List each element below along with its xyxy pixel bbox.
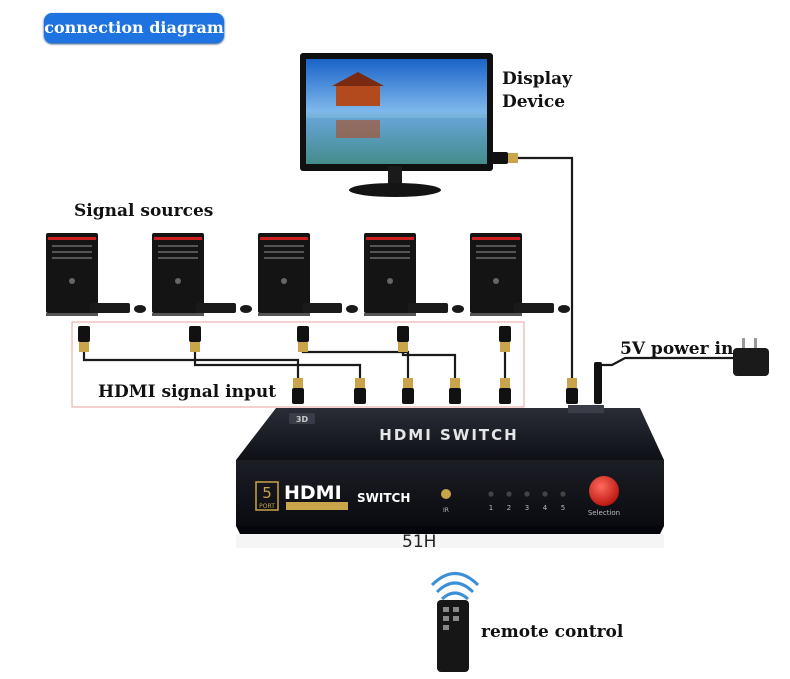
device-front-switch: SWITCH bbox=[357, 491, 410, 505]
ir-label: IR bbox=[443, 507, 449, 514]
hdmi-signal-input-label: HDMI signal input bbox=[98, 382, 277, 402]
signal-source-pc-2 bbox=[152, 233, 252, 316]
model-number: 51H bbox=[402, 532, 437, 552]
signal-source-pc-1 bbox=[46, 233, 146, 316]
badge-3d: 3D bbox=[296, 415, 309, 424]
signal-source-pc-4 bbox=[364, 233, 464, 316]
port-count: 5 bbox=[262, 484, 272, 502]
led-label-4: 4 bbox=[543, 504, 548, 512]
port-word: PORT bbox=[259, 503, 275, 510]
signal-source-pc-5 bbox=[470, 233, 570, 316]
hdmi-switch-box bbox=[236, 405, 664, 548]
input-area-outline bbox=[71, 321, 525, 408]
display-device-label-line2: Device bbox=[502, 92, 566, 112]
display-device bbox=[300, 53, 493, 197]
port-leds: 1 2 3 4 5 bbox=[488, 491, 566, 512]
selection-label: Selection bbox=[588, 509, 620, 517]
remote-control-label: remote control bbox=[481, 622, 624, 642]
remote-control bbox=[430, 572, 480, 672]
connection-diagram-badge: connection diagram bbox=[44, 13, 224, 43]
display-device-label-line1: Display bbox=[502, 69, 573, 89]
selection-button[interactable] bbox=[589, 476, 619, 506]
device-brand: HDMI bbox=[284, 482, 342, 504]
signal-sources-label: Signal sources bbox=[74, 201, 214, 221]
led-label-3: 3 bbox=[525, 504, 529, 512]
signal-source-pc-3 bbox=[258, 233, 358, 316]
led-label-5: 5 bbox=[561, 504, 565, 512]
led-label-1: 1 bbox=[489, 504, 493, 512]
led-label-2: 2 bbox=[507, 504, 511, 512]
power-adapter bbox=[594, 338, 769, 404]
device-top-title: HDMI SWITCH bbox=[379, 426, 518, 444]
power-in-label: 5V power in bbox=[620, 339, 734, 359]
